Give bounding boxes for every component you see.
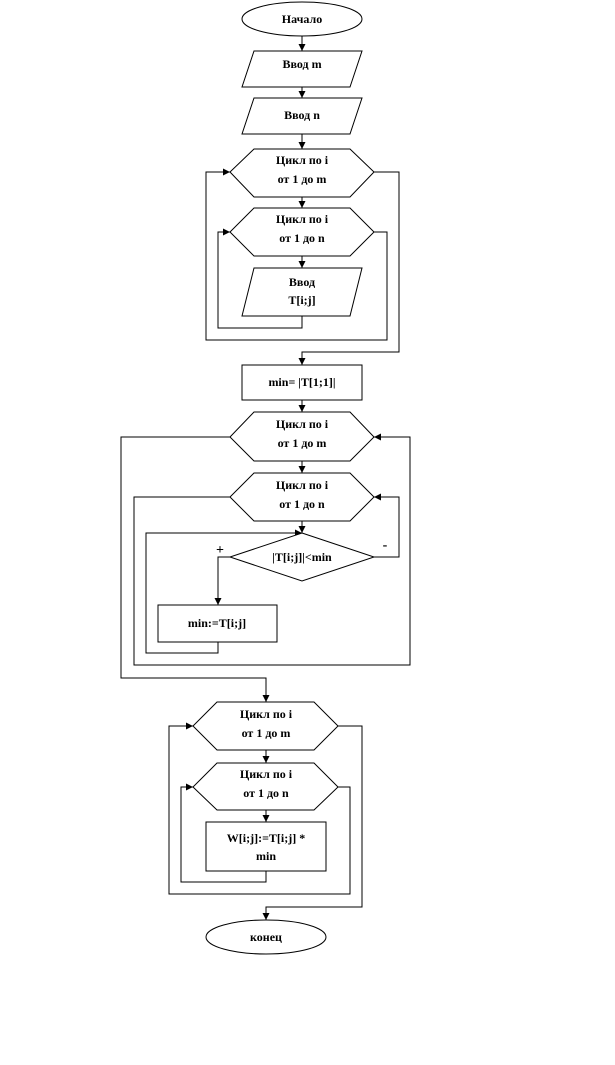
terminal-end: конец bbox=[205, 919, 327, 955]
decision-condition: |T[i;j]|<min bbox=[228, 532, 376, 582]
loop1-i: Цикл по i от 1 до m bbox=[229, 148, 375, 198]
loop2-j: Цикл по i от 1 до n bbox=[229, 472, 375, 522]
loop3-j: Цикл по i от 1 до n bbox=[192, 762, 339, 811]
loop2-i: Цикл по i от 1 до m bbox=[229, 411, 375, 462]
loop1-i-line2: от 1 до m bbox=[278, 172, 327, 186]
io-input-n-label: Ввод n bbox=[284, 108, 320, 122]
process-assign-min: min= |T[1;1]| bbox=[241, 364, 363, 401]
loop2-i-line1: Цикл по i bbox=[276, 417, 329, 431]
loop3-i-line1: Цикл по i bbox=[240, 707, 293, 721]
loop2-j-line1: Цикл по i bbox=[276, 478, 329, 492]
loop3-exit-line bbox=[262, 725, 363, 920]
process-compute-w: W[i;j]:=T[i;j] * min bbox=[205, 821, 327, 872]
loop2-j-line2: от 1 до n bbox=[279, 497, 325, 511]
process-compute-w-line1: W[i;j]:=T[i;j] * bbox=[227, 831, 305, 845]
loop1-i-line1: Цикл по i bbox=[276, 153, 329, 167]
io-input-n: Ввод n bbox=[241, 97, 363, 135]
loop3-j-line1: Цикл по i bbox=[240, 767, 293, 781]
io-input-m: Ввод m bbox=[241, 50, 363, 88]
loop3-i-return-line bbox=[168, 722, 351, 895]
connectors bbox=[120, 36, 411, 920]
terminal-start: Начало bbox=[241, 1, 363, 37]
terminal-end-label: конец bbox=[250, 930, 282, 944]
process-compute-w-line2: min bbox=[256, 849, 276, 863]
loop1-j-return-line bbox=[217, 228, 303, 329]
decision-condition-label: |T[i;j]|<min bbox=[272, 550, 332, 564]
loop3-i: Цикл по i от 1 до m bbox=[192, 701, 339, 751]
terminal-start-label: Начало bbox=[282, 12, 322, 26]
loop3-j-return-line bbox=[180, 783, 267, 883]
process-update-min: min:=T[i;j] bbox=[157, 604, 278, 643]
loop2-j-exit-line bbox=[133, 433, 411, 666]
loop2-i-line2: от 1 до m bbox=[278, 436, 327, 450]
loop2-exit-line bbox=[120, 436, 270, 702]
io-input-t-line2: T[i;j] bbox=[288, 293, 315, 307]
io-input-t-line1: Ввод bbox=[289, 275, 315, 289]
update-min-return-line bbox=[145, 529, 302, 654]
process-assign-min-label: min= |T[1;1]| bbox=[268, 375, 335, 389]
loop3-j-line2: от 1 до n bbox=[243, 786, 289, 800]
decision-no-label: - bbox=[383, 538, 388, 553]
process-update-min-label: min:=T[i;j] bbox=[188, 616, 246, 630]
loop3-i-line2: от 1 до m bbox=[242, 726, 291, 740]
loop1-j-line1: Цикл по i bbox=[276, 212, 329, 226]
decision-yes-label: + bbox=[216, 543, 224, 558]
condition-yes-line bbox=[214, 556, 230, 605]
loop1-exit-line bbox=[298, 171, 400, 365]
loop1-i-return-line bbox=[205, 168, 388, 341]
loop1-j: Цикл по i от 1 до n bbox=[229, 207, 375, 257]
loop1-j-line2: от 1 до n bbox=[279, 231, 325, 245]
io-input-m-label: Ввод m bbox=[282, 57, 321, 71]
condition-no-line bbox=[374, 493, 400, 558]
io-input-t: Ввод T[i;j] bbox=[241, 267, 363, 317]
